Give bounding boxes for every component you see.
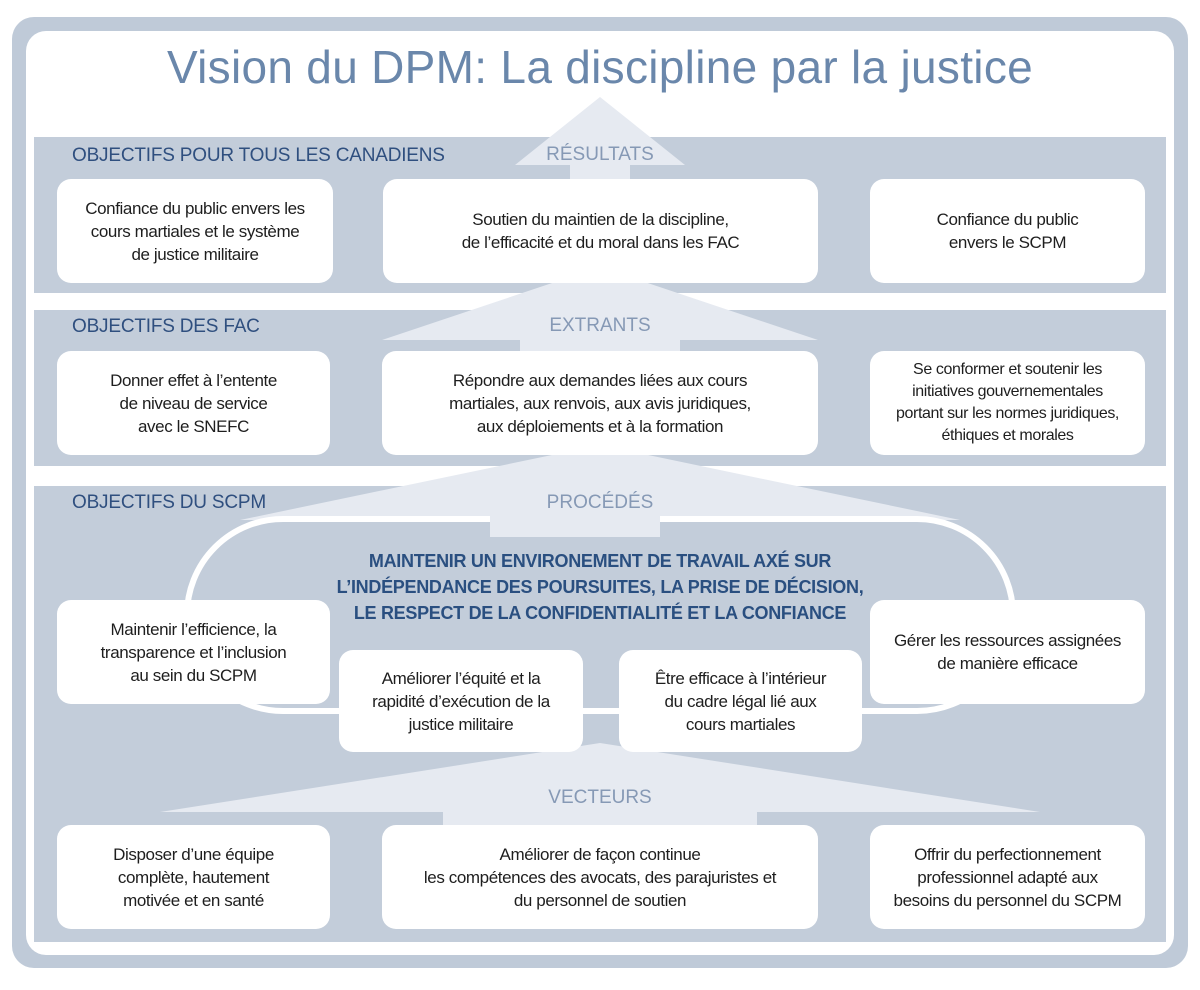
section-label-fac: OBJECTIFS DES FAC xyxy=(72,316,260,337)
enabler-box: Disposer d’une équipe complète, hautemen… xyxy=(57,825,330,929)
arrow-vecteurs xyxy=(160,743,1040,832)
arrow-procedes xyxy=(240,445,960,537)
output-box: Répondre aux demandes liées aux cours ma… xyxy=(382,351,818,455)
outcome-box: Confiance du public envers le SCPM xyxy=(870,179,1145,283)
outcome-box: Soutien du maintien de la discipline, de… xyxy=(383,179,818,283)
output-box: Se conformer et soutenir les initiatives… xyxy=(870,351,1145,455)
section-label-canadiens: OBJECTIFS POUR TOUS LES CANADIENS xyxy=(72,145,445,166)
output-box: Donner effet à l’entente de niveau de se… xyxy=(57,351,330,455)
arrow-procedes-shaft xyxy=(490,515,660,537)
enabler-box: Offrir du perfectionnement professionnel… xyxy=(870,825,1145,929)
process-box: Gérer les ressources assignées de manièr… xyxy=(870,600,1145,704)
process-box: Maintenir l’efficience, la transparence … xyxy=(57,600,330,704)
arrow-label-vecteurs: VECTEURS xyxy=(548,787,652,808)
process-box: Améliorer l’équité et la rapidité d’exéc… xyxy=(339,650,583,752)
diagram-title: Vision du DPM: La discipline par la just… xyxy=(166,41,1034,93)
arrow-label-extrants: EXTRANTS xyxy=(549,315,651,336)
process-box: Être efficace à l’intérieur du cadre lég… xyxy=(619,650,862,752)
arrow-label-resultats: RÉSULTATS xyxy=(546,144,654,165)
enabler-box: Améliorer de façon continue les compéten… xyxy=(382,825,818,929)
central-statement: MAINTENIR UN ENVIRONEMENT DE TRAVAIL AXÉ… xyxy=(336,551,864,623)
section-label-scpm: OBJECTIFS DU SCPM xyxy=(72,492,267,513)
arrow-label-procedes: PROCÉDÉS xyxy=(546,492,654,513)
outcome-box: Confiance du public envers les cours mar… xyxy=(57,179,333,283)
arrow-resultats xyxy=(515,97,685,183)
arrow-extrants xyxy=(382,267,818,355)
